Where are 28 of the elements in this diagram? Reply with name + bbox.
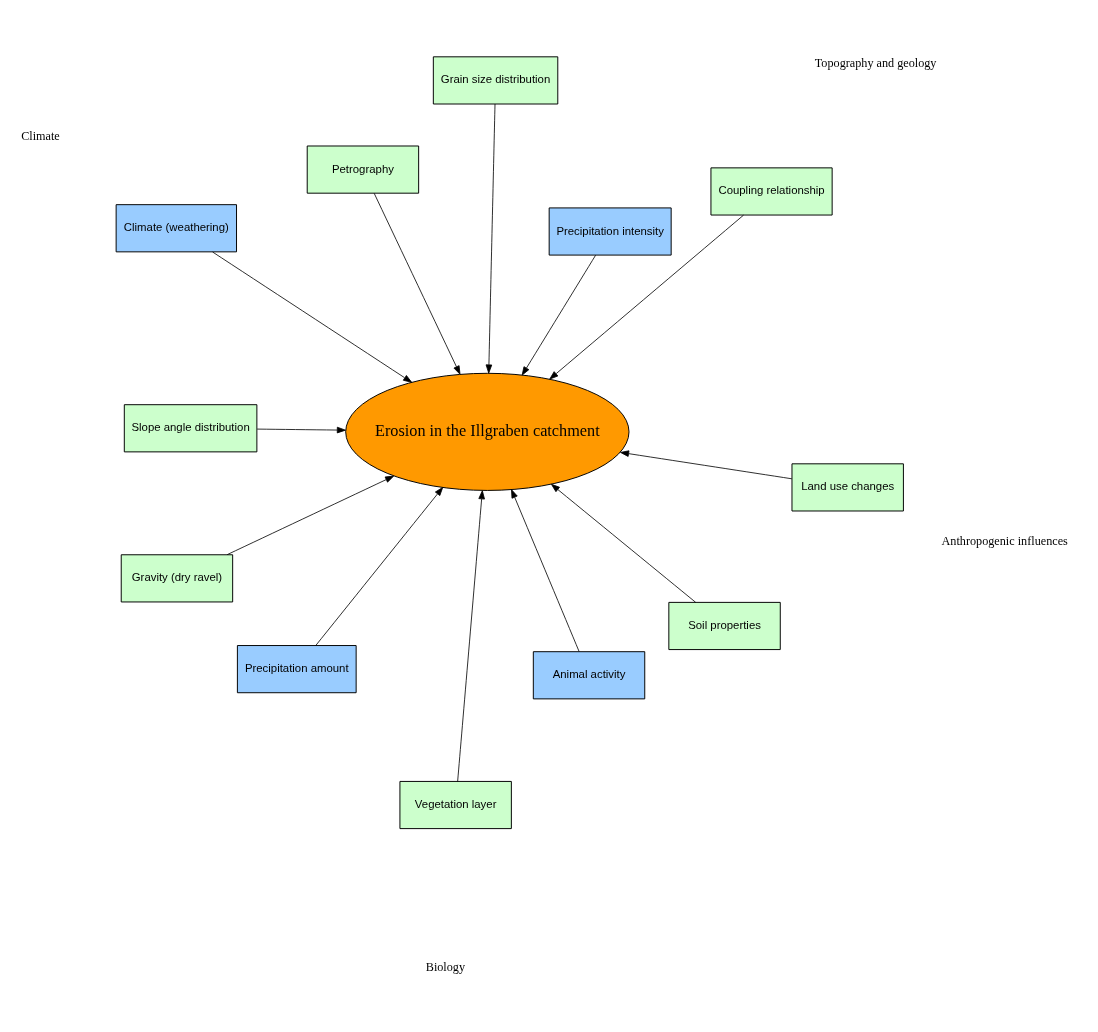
arrow	[226, 475, 395, 556]
node-box: Soil properties	[668, 601, 781, 651]
label: Climate	[21, 128, 60, 143]
arrow	[315, 487, 444, 646]
node-box: Grain size distribution	[432, 56, 559, 105]
arrow	[620, 450, 793, 480]
arrow	[551, 483, 697, 603]
arrow	[212, 251, 413, 383]
arrow	[485, 103, 496, 374]
arrow	[457, 490, 485, 782]
label: Topography and geology	[814, 55, 937, 70]
node-box: Slope angle distribution	[123, 404, 258, 453]
arrow	[521, 254, 596, 376]
node-box: Vegetation layer	[399, 780, 512, 830]
node-box: Precipitation amount	[236, 645, 357, 694]
arrow	[373, 192, 461, 375]
node-box: Animal activity	[532, 651, 646, 700]
arrow	[256, 426, 346, 434]
arrow	[511, 489, 580, 652]
node-box: Land use changes	[791, 463, 904, 512]
label: Biology	[425, 959, 466, 974]
node-box: Precipitation intensity	[548, 207, 672, 256]
node-box: Climate (weathering)	[115, 204, 237, 253]
node-box: Coupling relationship	[710, 167, 833, 216]
node-box: Gravity (dry ravel)	[120, 554, 234, 603]
arrow	[549, 214, 744, 380]
label: Anthropogenic influences	[941, 533, 1068, 548]
node-box: Petrography	[306, 145, 420, 194]
